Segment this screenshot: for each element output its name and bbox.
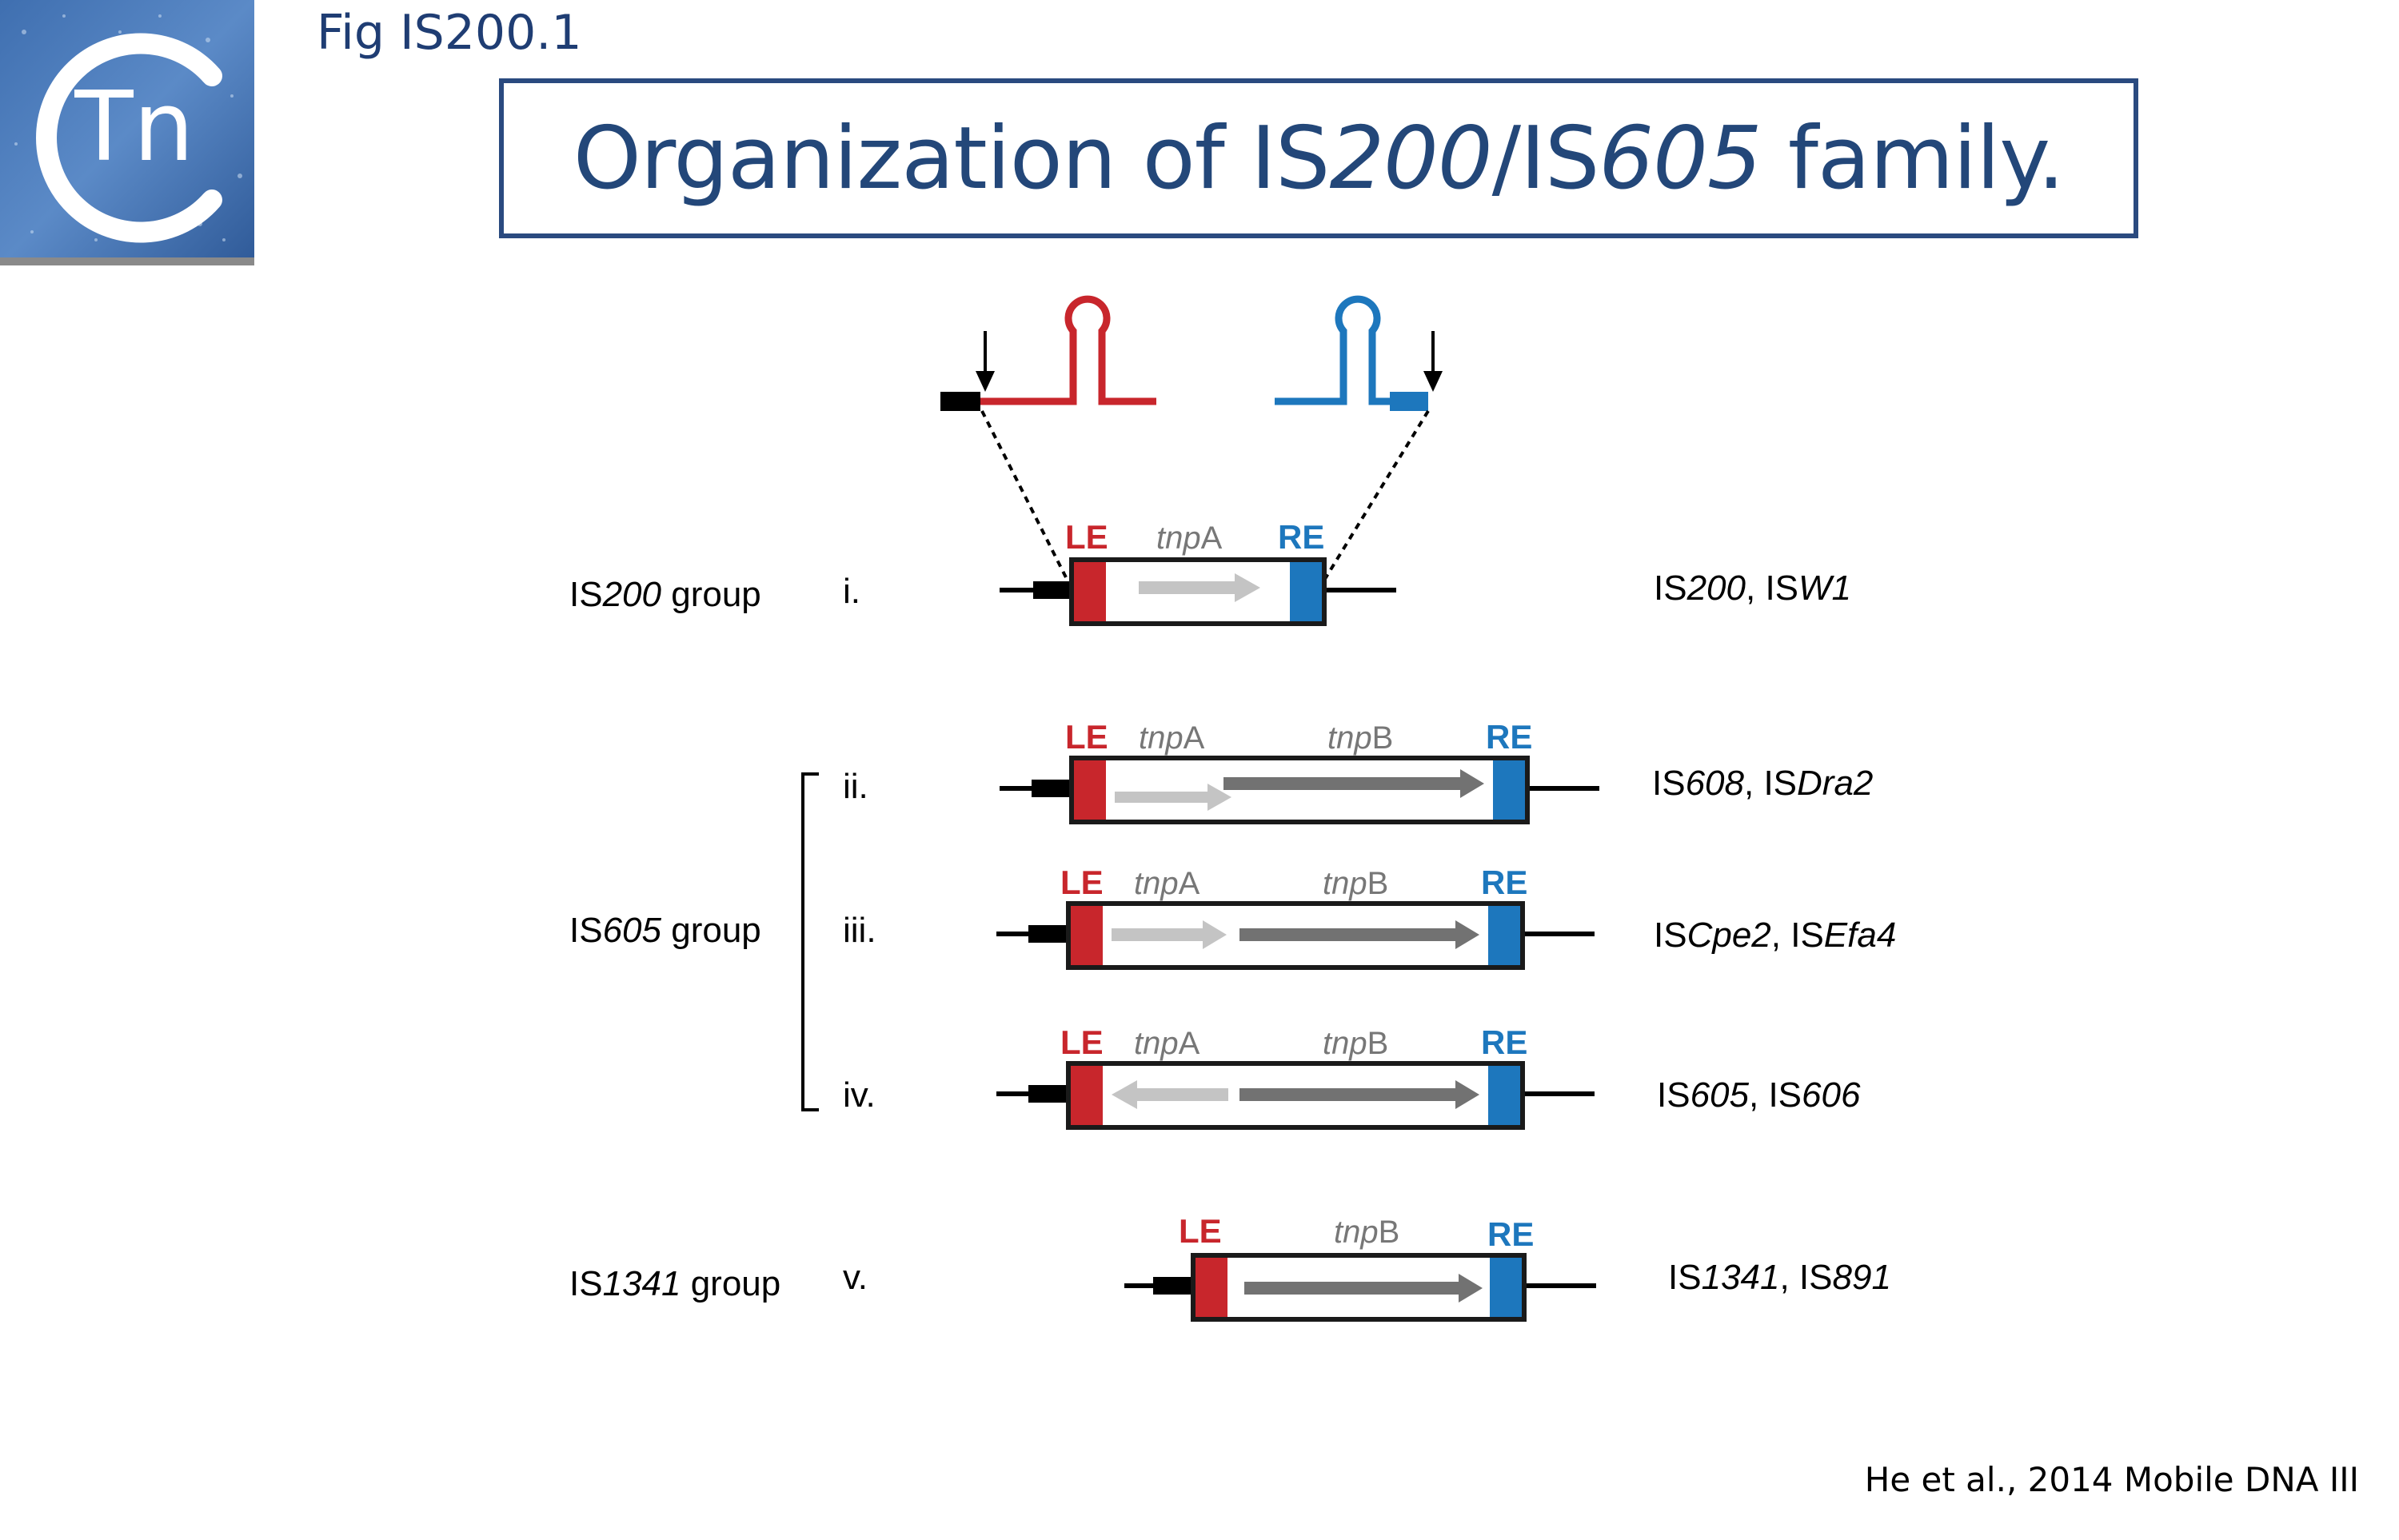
row-numeral-v: v. [843, 1258, 868, 1297]
le-label: LE [1065, 718, 1108, 756]
slide-title: Organization of IS200/IS605 family. [573, 108, 2065, 209]
re-label: RE [1487, 1215, 1534, 1253]
hairpin-detail [940, 295, 1443, 587]
tnpA-reverse-arrow [1112, 1080, 1228, 1109]
row-numeral-i: i. [843, 572, 860, 611]
title-box: Organization of IS200/IS605 family. [499, 78, 2138, 238]
examples-row-iv: IS605, IS606 [1657, 1075, 1861, 1115]
blue-hairpin [1275, 295, 1390, 405]
tnpA-label: tnpA [1134, 1026, 1200, 1061]
left-flank-block [940, 392, 980, 411]
row-numeral-iii: iii. [843, 911, 876, 950]
tnpA-arrow [1115, 784, 1231, 811]
tnpA-label: tnpA [1156, 521, 1223, 556]
tnpA-label: tnpA [1134, 866, 1200, 901]
figure-label: Fig IS200.1 [317, 5, 582, 61]
left-end-box [1074, 562, 1106, 621]
examples-row-i: IS200, ISW1 [1654, 569, 1851, 608]
examples-row-iii: ISCpe2, ISEfa4 [1654, 916, 1896, 955]
right-end-box [1290, 562, 1322, 621]
tn-logo: Tn [0, 0, 254, 265]
logo-text: Tn [74, 72, 194, 183]
tnpB-label: tnpB [1323, 866, 1388, 901]
group-label-is605: IS605 group [569, 911, 761, 950]
group-label-is1341: IS1341 group [569, 1264, 780, 1303]
tnpB-arrow [1244, 1274, 1483, 1303]
tnpB-arrow [1239, 1080, 1479, 1109]
tnpA-label: tnpA [1139, 720, 1205, 756]
citation: He et al., 2014 Mobile DNA III [1864, 1460, 2359, 1499]
right-end-block [1390, 392, 1428, 411]
tnpB-arrow [1223, 769, 1484, 798]
le-label: LE [1060, 864, 1104, 901]
re-label: RE [1481, 864, 1527, 901]
group-label-is200: IS200 group [569, 575, 761, 614]
tnpB-label: tnpB [1327, 720, 1393, 756]
le-label: LE [1179, 1212, 1222, 1250]
row-numeral-ii: ii. [843, 767, 868, 806]
re-label: RE [1486, 718, 1532, 756]
tnpB-label: tnpB [1323, 1026, 1388, 1061]
le-label: LE [1060, 1023, 1104, 1061]
left-zoom-line [980, 410, 1072, 586]
element-row-iv: LE RE tnpA tnpB [996, 1023, 1595, 1130]
le-label: LE [1065, 518, 1108, 556]
element-row-ii: LE RE tnpA tnpB [1000, 718, 1599, 824]
tnpA-arrow [1139, 573, 1260, 602]
tnpB-arrow [1239, 920, 1479, 949]
row-numeral-iv: iv. [843, 1075, 876, 1115]
tnpB-label: tnpB [1334, 1215, 1399, 1250]
element-row-v: LE RE tnpB [1124, 1212, 1596, 1322]
right-zoom-line [1319, 409, 1430, 587]
tnpA-arrow [1112, 920, 1227, 949]
re-label: RE [1278, 518, 1324, 556]
element-row-i: LE RE tnpA [1000, 518, 1396, 626]
re-label: RE [1481, 1023, 1527, 1061]
examples-row-ii: IS608, ISDra2 [1652, 764, 1873, 803]
red-hairpin [980, 295, 1156, 405]
examples-row-v: IS1341, IS891 [1668, 1258, 1891, 1297]
is605-bracket [801, 772, 819, 1111]
element-row-iii: LE RE tnpA tnpB [996, 864, 1595, 970]
